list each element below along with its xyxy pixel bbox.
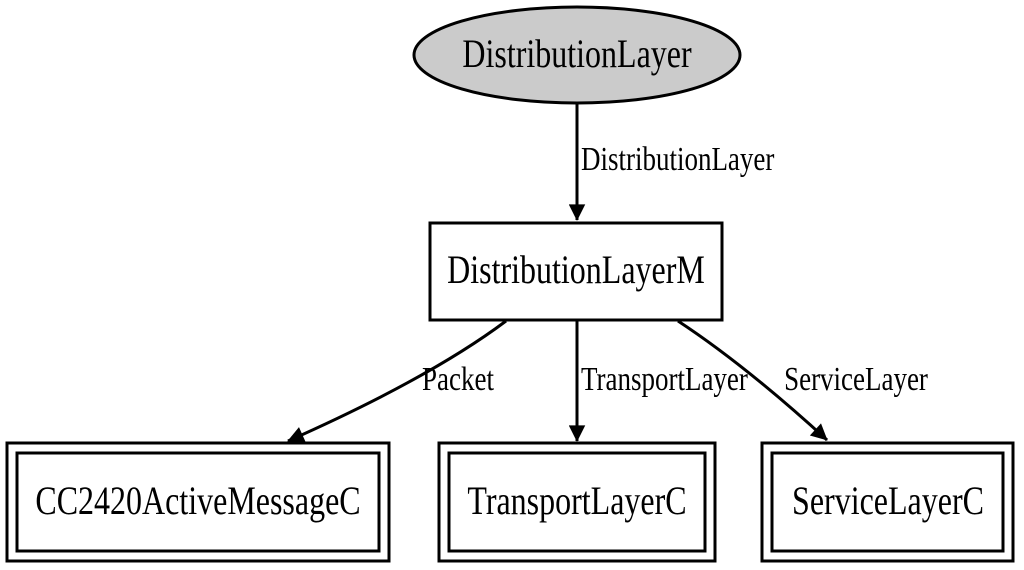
- edge-label-transportlayer: TransportLayer: [581, 360, 748, 398]
- edge-label-distributionlayer: DistributionLayer: [581, 140, 774, 178]
- edge-distributionlayerm-to-servicelayerc: [677, 319, 829, 442]
- node-cc2420-active-message-c-inner-shape: [15, 451, 381, 553]
- node-cc2420-active-message-c-label: CC2420ActiveMessageC: [35, 479, 360, 523]
- node-service-layer-c-label: ServiceLayerC: [792, 479, 984, 523]
- node-transport-layer-c-label: TransportLayerC: [467, 479, 686, 523]
- node-transport-layer-c-outer-shape: [437, 441, 717, 563]
- node-distribution-layer-label: DistributionLayer: [462, 32, 691, 76]
- node-service-layer-c-inner-shape: [770, 451, 1005, 553]
- node-service-layer-c-outer-shape: [760, 441, 1015, 563]
- node-cc2420-active-message-c-outer-shape: [5, 441, 391, 563]
- node-distribution-layer-m-label: DistributionLayerM: [447, 248, 705, 292]
- edge-label-packet: Packet: [422, 360, 494, 398]
- node-distribution-layer-shape: [412, 5, 742, 105]
- node-transport-layer-c-inner-shape: [447, 451, 707, 553]
- edge-label-servicelayer: ServiceLayer: [784, 360, 928, 398]
- node-distribution-layer-m-shape: [428, 221, 724, 322]
- edge-distributionlayerm-to-cc2420activemessagec: [287, 319, 507, 443]
